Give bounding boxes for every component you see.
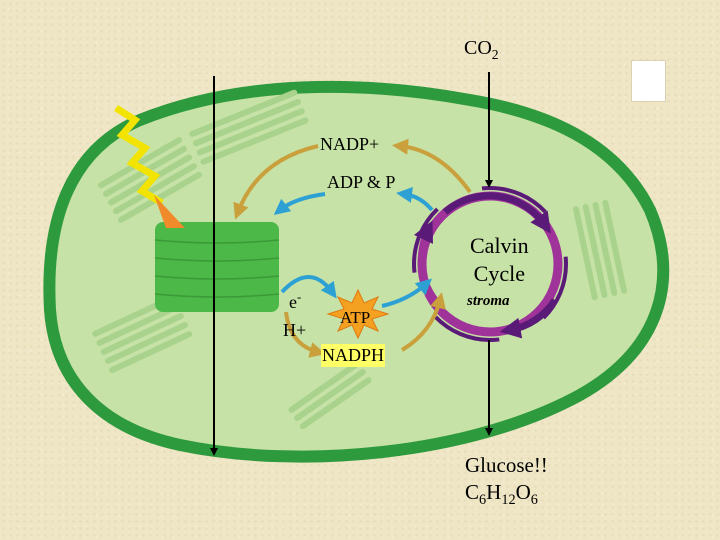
nadp-plus-label: NADP+ [320,134,380,154]
slide-placeholder-box [631,60,666,102]
sunlight-arrowhead [154,195,185,228]
stroma-label: stroma [467,293,510,309]
electron-label: e- [289,290,302,312]
atp-burst [326,288,390,340]
hydrogen-ion-label: H+ [283,320,307,340]
blue-arrow-from-cycle [396,187,434,212]
co2-label: CO2 [464,37,499,62]
granum-stack [154,222,280,312]
gold-arrow-to-granum [233,144,319,220]
blue-arrow-granum-to-atp [280,275,337,299]
sunlight-zigzag [114,105,164,207]
atp-label: ATP [340,308,371,327]
nadph-label: NADPH [321,344,386,367]
gold-arrow-nadph [284,311,326,358]
chloroplast-membrane [43,80,670,463]
gold-arrow-nadph-to-cycle [400,292,446,352]
adp-and-p-label: ADP & P [327,172,396,192]
calvin-cycle-ring [412,186,568,342]
blue-arrow-atp-to-cycle [381,278,432,308]
gold-arrow-nadp [392,138,472,194]
blue-arrow-adp [273,192,326,215]
glucose-label: Glucose!!C6H12O6 [465,453,548,509]
